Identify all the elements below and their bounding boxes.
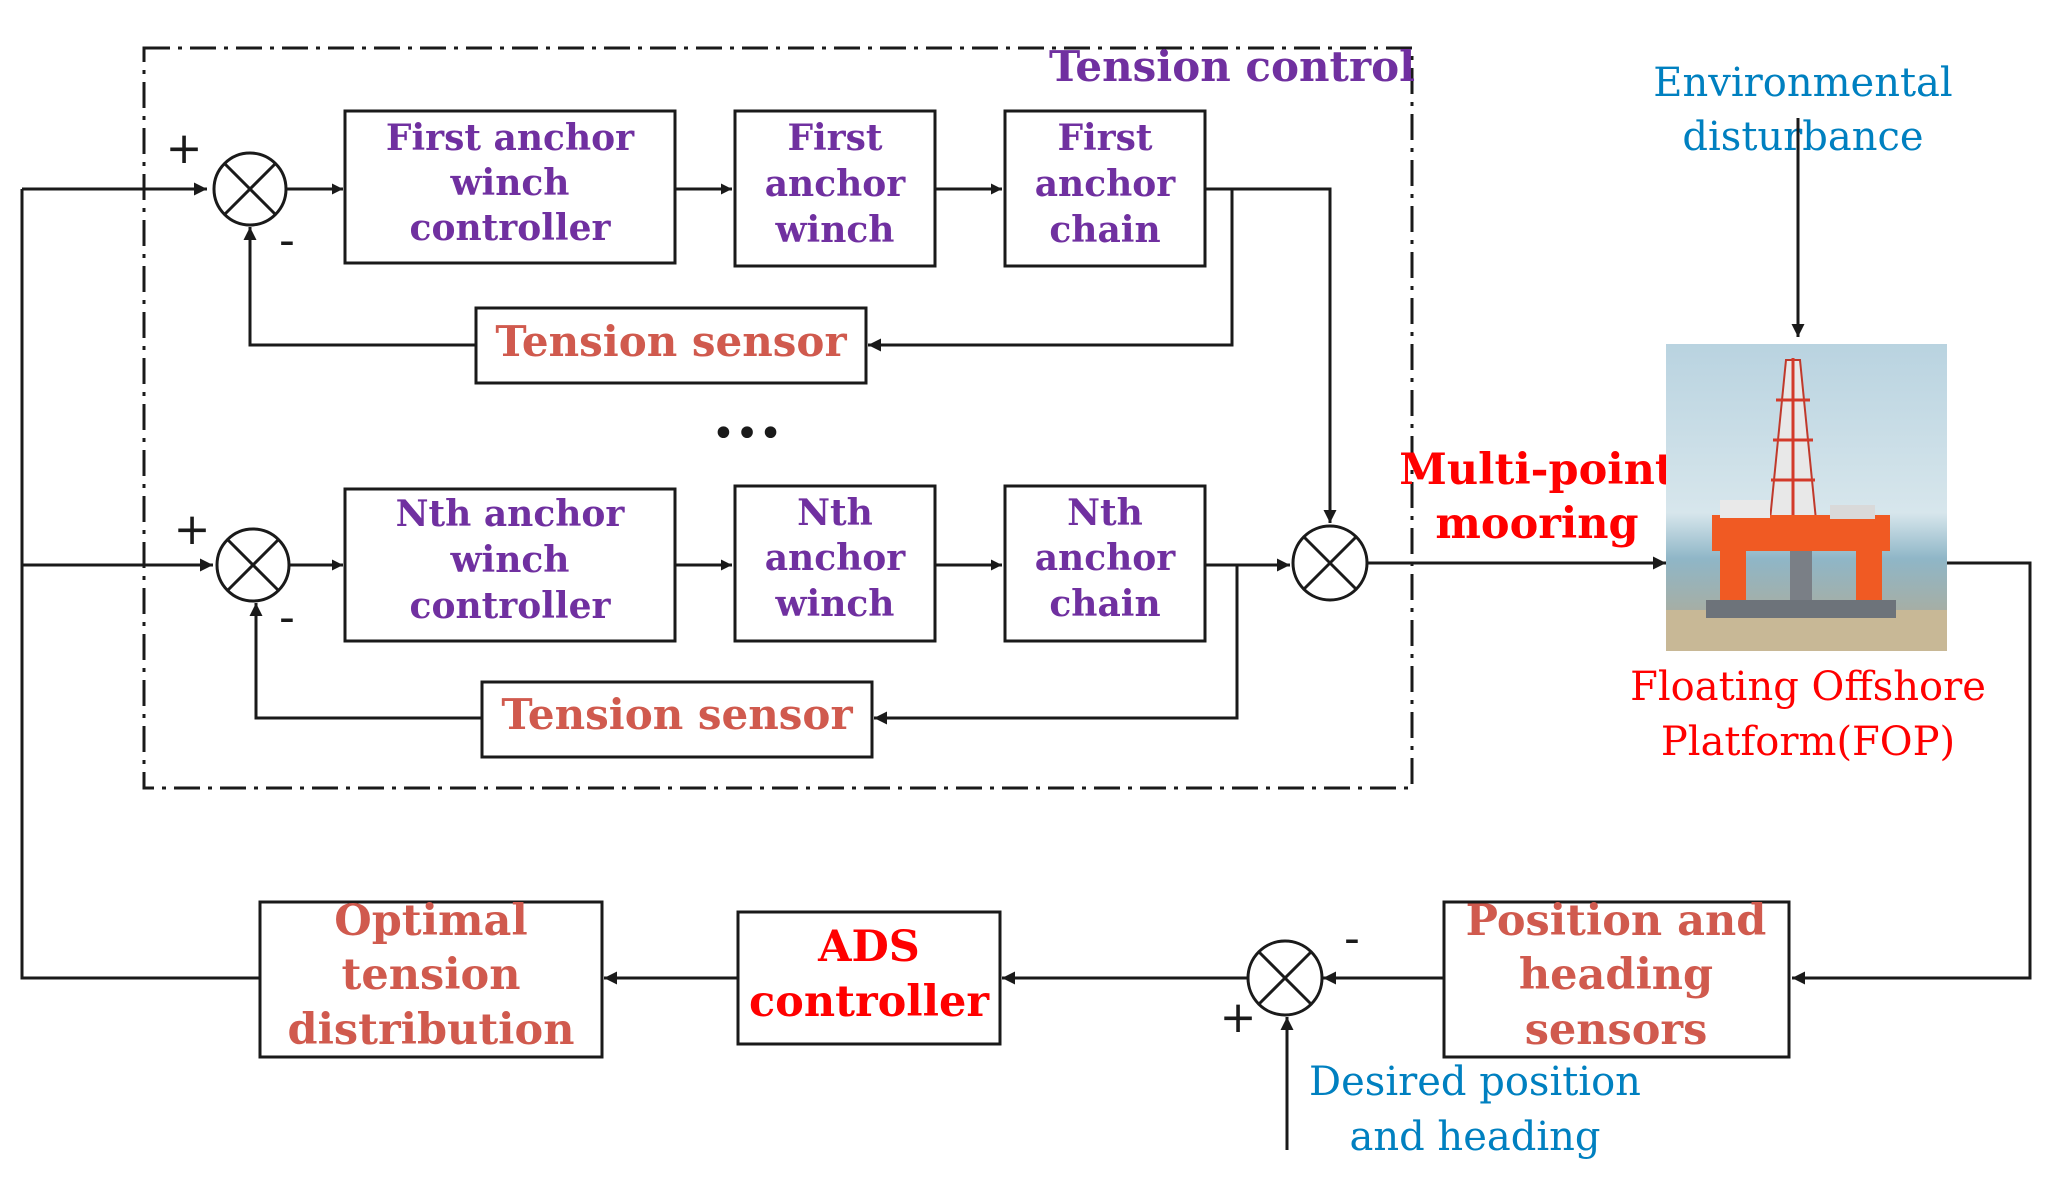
desired-position-line-1b: and heading [1350, 1114, 1601, 1160]
multi-point-mooring-line-2: mooring [1435, 499, 1638, 549]
minus-sign-error: - [1344, 913, 1360, 964]
multi-point-mooring-line-1: Multi-point [1399, 445, 1675, 495]
more-loops-ellipsis: ••• [712, 411, 783, 457]
tension-control-frame [142, 46, 1414, 790]
position-heading-sensors-box [1442, 900, 1791, 1059]
minus-sign-n: - [279, 592, 295, 643]
first-chain-line-1: First [1057, 117, 1152, 159]
plus-sign-n: + [174, 504, 211, 555]
nth-chain-line-3: chain [1049, 583, 1160, 625]
environmental-disturbance-line-1: Environmental [1653, 60, 1952, 106]
tension-control-title: Tension control [1049, 42, 1415, 91]
first-anchor-loop: + - First anchor winch controller First … [22, 109, 1337, 523]
nth-chain-line-2: anchor [1035, 537, 1177, 579]
first-winch-line-1: First [787, 117, 882, 159]
position-sensors-line-2: heading [1519, 950, 1713, 1000]
optimal-line-3: distribution [288, 1005, 575, 1055]
nth-anchor-winch-controller-box [343, 487, 677, 643]
nth-chain-line-1: Nth [1067, 492, 1143, 534]
first-chain-line-2: anchor [1035, 163, 1177, 205]
first-controller-line-1: First anchor [386, 117, 635, 159]
nth-controller-line-1: Nth anchor [396, 493, 626, 535]
plus-sign-error: + [1220, 992, 1257, 1043]
nth-controller-line-2: winch [450, 539, 570, 581]
first-controller-line-3: controller [410, 207, 612, 249]
nth-anchor-winch-box [733, 484, 937, 643]
nth-controller-line-3: controller [410, 585, 612, 627]
first-chain-line-3: chain [1049, 209, 1160, 251]
optimal-tension-distribution-box [258, 900, 604, 1059]
optimal-line-1: Optimal [334, 896, 527, 946]
first-winch-line-2: anchor [765, 163, 907, 205]
position-sensors-line-1: Position and [1466, 896, 1767, 946]
nth-anchor-loop: + - Nth anchor winch controller Nth anch… [22, 484, 1290, 759]
position-sensors-line-3: sensors [1525, 1005, 1708, 1055]
first-anchor-winch-controller-box [343, 109, 677, 265]
tension-sensor-1-label: Tension sensor [495, 317, 847, 366]
ads-controller-line-1: ADS [817, 922, 920, 972]
floating-platform-photo [1666, 344, 1947, 651]
plus-sign-1: + [166, 123, 203, 174]
nth-winch-line-1: Nth [797, 492, 873, 534]
platform-label-line-1: Floating Offshore [1630, 664, 1986, 710]
first-controller-line-2: winch [450, 162, 570, 204]
platform-label-line-2: Platform(FOP) [1661, 719, 1955, 765]
nth-winch-line-2: anchor [765, 537, 907, 579]
tension-sensor-1-box [474, 306, 868, 385]
nth-winch-line-3: winch [775, 583, 895, 625]
optimal-line-2: tension [342, 950, 521, 1000]
nth-anchor-chain-box [1003, 484, 1207, 643]
tension-sensor-n-label: Tension sensor [501, 690, 853, 739]
minus-sign-1: - [279, 215, 295, 266]
environmental-disturbance-line-2: disturbance [1682, 114, 1923, 160]
ads-controller-line-2: controller [749, 977, 990, 1027]
ads-controller-box [736, 910, 1002, 1046]
first-winch-line-3: winch [775, 209, 895, 251]
desired-position-line-1: Desired position [1309, 1059, 1641, 1105]
